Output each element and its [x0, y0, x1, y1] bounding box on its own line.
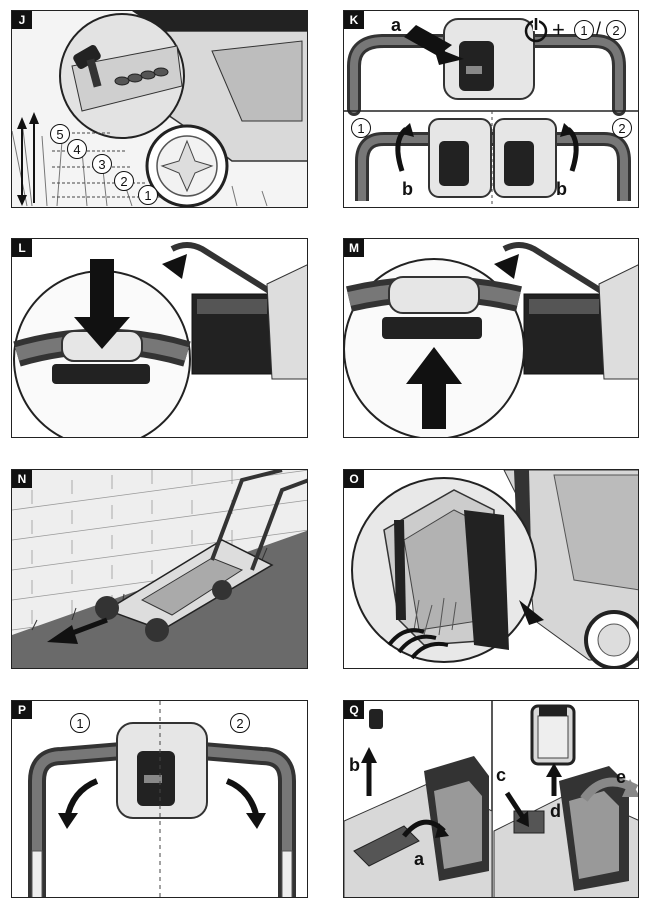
panel-n: N	[11, 469, 308, 669]
label-d: d	[550, 801, 561, 821]
panel-l: L	[11, 238, 308, 438]
height-adjust-illustration	[12, 11, 307, 207]
panel-label: M	[344, 239, 364, 257]
label-b: b	[349, 755, 360, 775]
fold-handle-illustration	[28, 701, 296, 897]
height-level-2: 2	[114, 171, 134, 191]
label-a: a	[391, 15, 402, 35]
height-level-4: 4	[67, 139, 87, 159]
label-b-left: b	[402, 179, 413, 199]
label-c: c	[496, 765, 507, 785]
battery-removal-illustration	[344, 701, 638, 897]
panel-p: P 1 2	[11, 700, 308, 898]
panel-label: L	[12, 239, 32, 257]
label-e: e	[616, 767, 627, 787]
height-level-3: 3	[92, 154, 112, 174]
panel-label: J	[12, 11, 32, 29]
panel-label: K	[344, 11, 364, 29]
panel-j: J 5 4	[11, 10, 308, 208]
panel-q: Q a b c d e	[343, 700, 639, 898]
pull-lever-illustration	[344, 242, 638, 437]
panel-m: M	[343, 238, 639, 438]
step-1: 1	[70, 713, 90, 733]
grass-catcher-flap-illustration	[351, 470, 638, 668]
label-a: a	[414, 849, 425, 869]
height-level-5: 5	[50, 124, 70, 144]
option-2: 2	[606, 20, 626, 40]
slash: /	[596, 19, 602, 39]
step-1: 1	[351, 118, 371, 138]
plus-sign: +	[552, 17, 565, 42]
step-2: 2	[230, 713, 250, 733]
mowing-slope-illustration	[12, 470, 307, 668]
panel-label: N	[12, 470, 32, 488]
step-2: 2	[612, 118, 632, 138]
panel-o: O	[343, 469, 639, 669]
panel-k: K a + 1 / 2 1 2 b b	[343, 10, 639, 208]
option-1: 1	[574, 20, 594, 40]
panel-label: P	[12, 701, 32, 719]
panel-label: Q	[344, 701, 364, 719]
panel-label: O	[344, 470, 364, 488]
handle-switch-illustration	[344, 18, 638, 207]
height-level-1: 1	[138, 185, 158, 205]
press-release-lever-illustration	[13, 242, 307, 437]
label-b-right: b	[556, 179, 567, 199]
